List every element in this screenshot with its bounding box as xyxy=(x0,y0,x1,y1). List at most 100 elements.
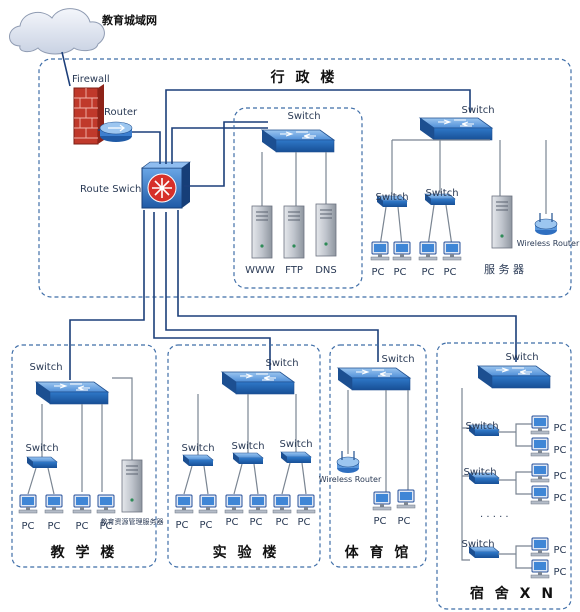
teaching-pc-3-label: PC xyxy=(75,521,88,532)
teaching-pc-4-label: PC xyxy=(99,521,112,532)
router-icon xyxy=(99,121,133,142)
dorm-switch-label: Switch xyxy=(505,352,538,363)
dorm-pc-3-label: PC xyxy=(553,471,566,482)
firewall-icon xyxy=(73,84,104,145)
gym-wireless-router-icon xyxy=(336,450,360,474)
gym-switch-label: Switch xyxy=(381,354,414,365)
lab-pc-4-label: PC xyxy=(249,517,262,528)
dorm-switch-icon xyxy=(477,365,551,389)
admin-pc-4-label: PC xyxy=(443,267,456,278)
wan-cloud xyxy=(9,8,105,55)
dorm-sub-switch-2-label: Switch xyxy=(463,467,496,478)
server-group-switch-label: Switch xyxy=(287,111,320,122)
teaching-pc-3 xyxy=(72,494,92,514)
dorm-pc-2-label: PC xyxy=(553,445,566,456)
www-server-label: WWW xyxy=(245,265,275,276)
route-switch-icon xyxy=(141,161,191,209)
dorm-pc-1-label: PC xyxy=(553,423,566,434)
lab-sub-switch-3-icon xyxy=(280,451,312,464)
admin-server-label: 服 务 器 xyxy=(484,263,524,276)
lab-sub-switch-1-icon xyxy=(182,454,214,467)
teaching-pc-1-label: PC xyxy=(21,521,34,532)
teaching-switch-icon xyxy=(35,381,109,405)
server-group-switch-icon xyxy=(261,129,335,153)
teaching-pc-2-label: PC xyxy=(47,521,60,532)
lab-switch-label: Switch xyxy=(265,358,298,369)
lab-pc-5 xyxy=(272,494,292,514)
firewall-label: Firewall xyxy=(72,74,110,85)
region-gym xyxy=(329,344,427,568)
lab-pc-6 xyxy=(296,494,316,514)
ftp-server-label: FTP xyxy=(285,265,303,276)
teaching-resource-server-icon xyxy=(121,459,143,513)
wan-label: 教育城域网 xyxy=(101,13,157,27)
admin-office-switch-icon xyxy=(419,117,493,141)
gym-pc-1-label: PC xyxy=(373,516,386,527)
lab-sub-switch-3-label: Switch xyxy=(279,439,312,450)
lab-pc-5-label: PC xyxy=(275,517,288,528)
admin-pc-2-label: PC xyxy=(393,267,406,278)
dorm-pc-6-label: PC xyxy=(553,567,566,578)
admin-pc-4 xyxy=(442,241,462,261)
dns-server-label: DNS xyxy=(315,265,337,276)
region-dormitory xyxy=(436,342,572,610)
dorm-pc-6 xyxy=(530,559,550,579)
lab-pc-2-label: PC xyxy=(199,520,212,531)
lab-sub-switch-2-label: Switch xyxy=(231,441,264,452)
lab-building-title: 实 验 楼 xyxy=(213,544,280,561)
ftp-server-icon xyxy=(283,205,305,259)
admin-sub-switch-2-label: Switch xyxy=(425,188,458,199)
admin-pc-1 xyxy=(370,241,390,261)
gym-pc-2 xyxy=(396,489,416,509)
gym-pc-2-label: PC xyxy=(397,516,410,527)
dorm-pc-4-label: PC xyxy=(553,493,566,504)
dorm-ellipsis: · · · · · xyxy=(480,512,509,523)
teaching-sub-switch-label: Switch xyxy=(25,443,58,454)
dorm-pc-5 xyxy=(530,537,550,557)
gym-wireless-router-label: Wireless Router xyxy=(319,475,382,484)
lab-sub-switch-2-icon xyxy=(232,452,264,465)
admin-pc-2 xyxy=(392,241,412,261)
gym-title: 体 育 馆 xyxy=(345,544,412,561)
teaching-pc-4 xyxy=(96,494,116,514)
lab-switch-icon xyxy=(221,371,295,395)
teaching-sub-switch-icon xyxy=(26,456,58,469)
dorm-sub-switch-3-label: Switch xyxy=(461,539,494,550)
dormitory-title: 宿 舍 X N xyxy=(470,585,556,602)
admin-sub-switch-1-label: Switch xyxy=(375,192,408,203)
dorm-pc-4 xyxy=(530,485,550,505)
lab-pc-4 xyxy=(248,494,268,514)
route-switch-label: Route Swich xyxy=(80,184,141,195)
lab-sub-switch-1-label: Switch xyxy=(181,443,214,454)
lab-pc-3 xyxy=(224,494,244,514)
dns-server-icon xyxy=(315,203,337,257)
teaching-pc-2 xyxy=(44,494,64,514)
dorm-pc-1 xyxy=(530,415,550,435)
gym-switch-icon xyxy=(337,367,411,391)
teaching-building-title: 教 学 楼 xyxy=(51,544,118,561)
gym-pc-1 xyxy=(372,491,392,511)
dorm-sub-switch-1-label: Switch xyxy=(465,421,498,432)
teaching-switch-label: Switch xyxy=(29,362,62,373)
dorm-pc-5-label: PC xyxy=(553,545,566,556)
region-admin-building xyxy=(38,58,572,298)
router-label: Router xyxy=(104,107,138,118)
dorm-pc-3 xyxy=(530,463,550,483)
region-server-group xyxy=(233,107,363,289)
admin-building-title: 行 政 楼 xyxy=(270,69,338,86)
lab-pc-1-label: PC xyxy=(175,520,188,531)
admin-pc-3 xyxy=(418,241,438,261)
admin-wireless-router-icon xyxy=(534,212,558,236)
lab-pc-6-label: PC xyxy=(297,517,310,528)
www-server-icon xyxy=(251,205,273,259)
admin-pc-1-label: PC xyxy=(371,267,384,278)
region-teaching-building xyxy=(11,344,157,568)
lab-pc-3-label: PC xyxy=(225,517,238,528)
admin-server-icon xyxy=(491,195,513,249)
lab-pc-2 xyxy=(198,494,218,514)
admin-office-switch-label: Switch xyxy=(461,105,494,116)
region-lab-building xyxy=(167,344,321,568)
dorm-pc-2 xyxy=(530,437,550,457)
lab-pc-1 xyxy=(174,494,194,514)
